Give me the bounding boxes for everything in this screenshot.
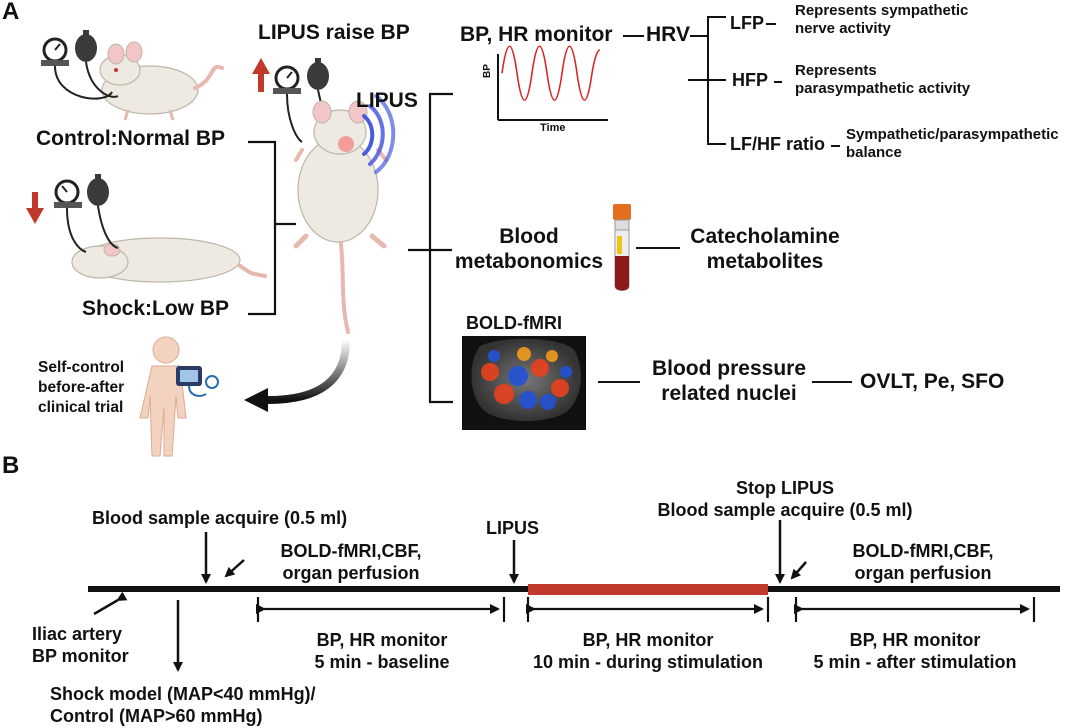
left-bracket — [248, 140, 296, 316]
hrv-label: HRV — [646, 23, 690, 46]
bp-waveform-plot — [497, 45, 608, 121]
segment-baseline-label: BP, HR monitor 5 min - baseline — [314, 630, 450, 672]
ovlt-label: OVLT, Pe, SFO — [860, 370, 1005, 393]
control-label: Control:Normal BP — [36, 127, 225, 150]
iliac-label: Iliac artery BP monitor — [32, 624, 129, 666]
gauge-icon-center — [273, 58, 331, 143]
lipus-wave-icon — [362, 94, 396, 174]
bold-cbf-label-2: BOLD-fMRI,CBF, organ perfusion — [852, 541, 994, 583]
bp-monitor-icon — [176, 366, 219, 397]
lipus-raise-label: LIPUS raise BP — [258, 21, 410, 44]
red-down-arrow — [26, 192, 44, 224]
red-up-arrow — [252, 58, 270, 92]
lfhf-label: LF/HF ratio — [730, 134, 825, 154]
self-control-label: Self-control before-after clinical trial — [38, 359, 125, 417]
human-figure-illustration — [139, 336, 187, 457]
nuclei-label: Blood pressure related nuclei — [651, 357, 807, 406]
panel-a-label: A — [2, 0, 20, 25]
plot-ylabel: BP — [482, 64, 493, 78]
shock-model-label: Shock model (MAP<40 mmHg)/ Control (MAP>… — [50, 684, 316, 726]
panel-b-label: B — [2, 452, 20, 479]
monitor-title: BP, HR monitor — [460, 23, 613, 46]
hfp-label: HFP — [732, 70, 768, 90]
plot-xlabel: Time — [540, 122, 566, 134]
timeline — [88, 584, 1060, 595]
shock-label: Shock:Low BP — [82, 297, 230, 320]
segment-stimulation-label: BP, HR monitor 10 min - during stimulati… — [532, 630, 763, 672]
segment-after-label: BP, HR monitor 5 min - after stimulation — [813, 630, 1017, 672]
main-bracket — [408, 92, 453, 404]
blood-sample-label-1: Blood sample acquire (0.5 ml) — [92, 508, 348, 528]
blood-tube-icon — [613, 204, 631, 291]
stop-lipus-label: Stop LIPUS Blood sample acquire (0.5 ml) — [657, 478, 913, 520]
bold-fmri-label: BOLD-fMRI — [466, 313, 562, 333]
hrv-connectors — [623, 16, 840, 147]
lipus-label: LIPUS — [356, 89, 418, 112]
control-mouse-illustration — [99, 41, 224, 121]
stimulation-bar — [528, 584, 768, 595]
hfp-description: Represents parasympathetic activity — [795, 62, 971, 97]
center-mouse-illustration — [293, 100, 388, 334]
shock-mouse-illustration — [71, 237, 267, 283]
blood-metabonomics-label: Blood metabonomics — [454, 225, 604, 274]
bold-cbf-label-1: BOLD-fMRI,CBF, organ perfusion — [280, 541, 422, 583]
lfp-description: Represents sympathetic nerve activity — [795, 2, 969, 37]
catecholamine-label: Catecholamine metabolites — [690, 225, 840, 274]
lfhf-description: Sympathetic/parasympathetic balance — [846, 126, 1059, 161]
gauge-icon-shock — [54, 174, 119, 253]
lfp-label: LFP — [730, 13, 764, 33]
fmri-brain-image — [462, 336, 586, 430]
lipus-start-label: LIPUS — [486, 518, 540, 538]
gauge-icon-control — [41, 30, 119, 100]
curved-arrow-to-human — [244, 336, 350, 412]
duration-brackets — [256, 597, 1036, 622]
timeline-arrows — [93, 520, 807, 672]
